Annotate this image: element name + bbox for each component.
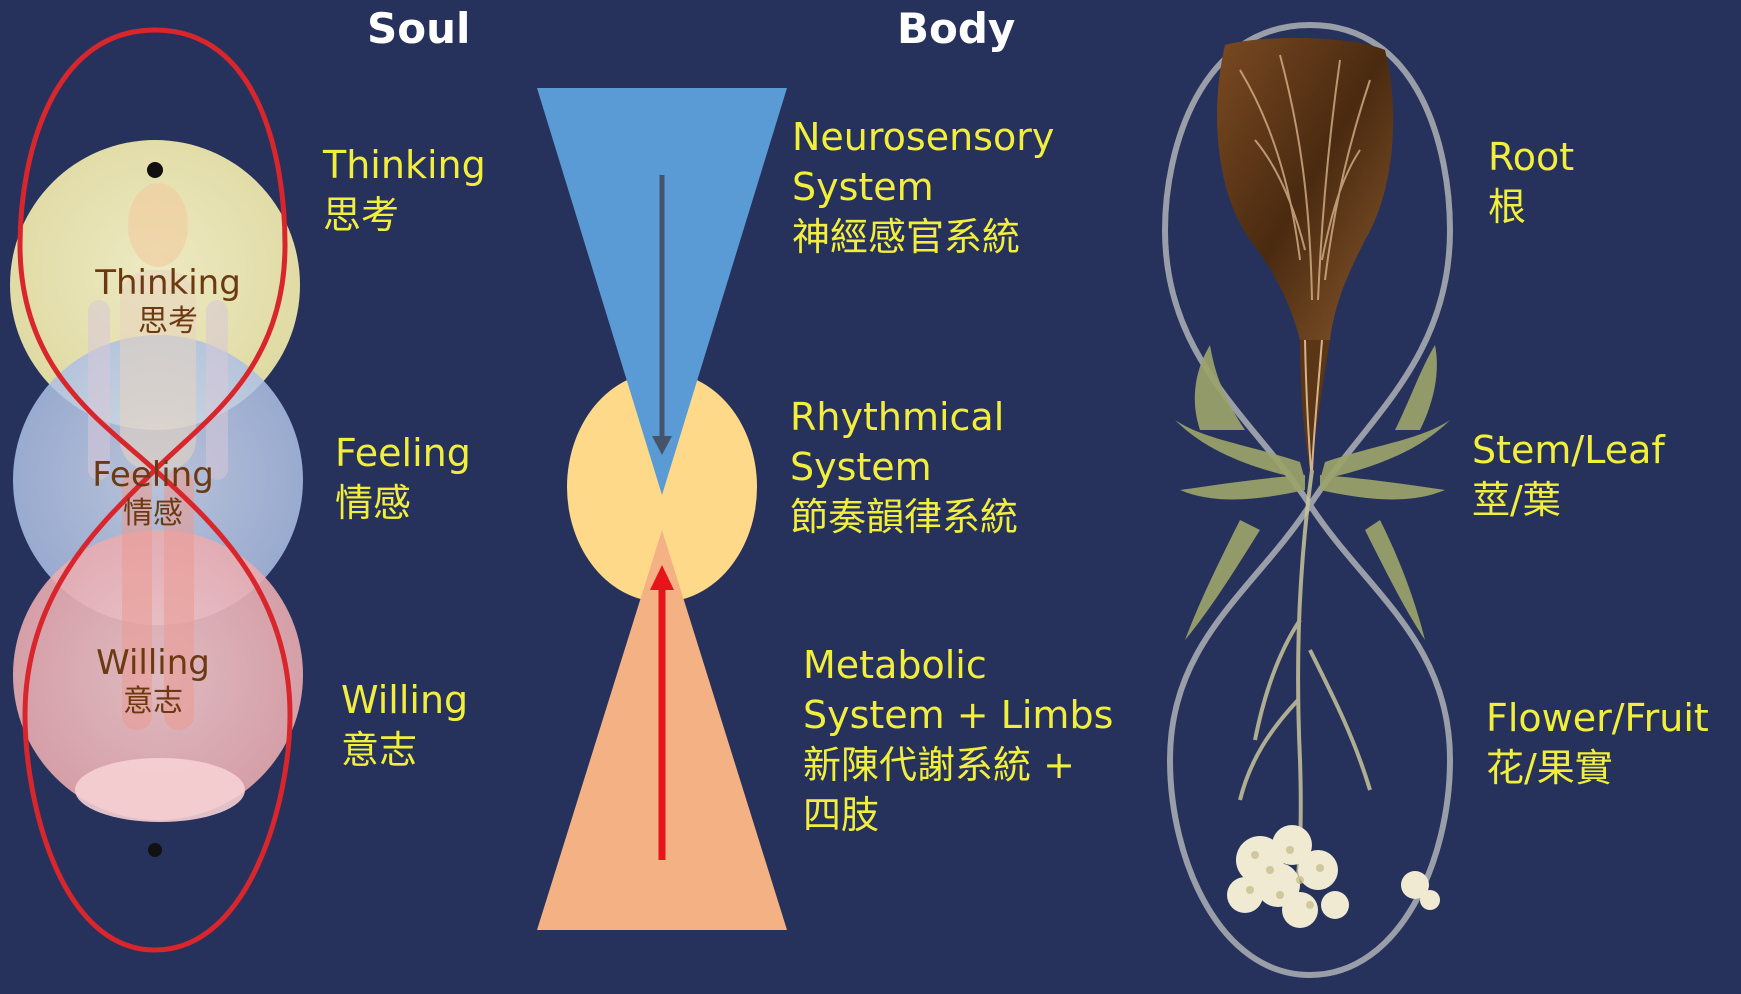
figure-thinking-zh: 思考 [95, 304, 241, 340]
soul-willing-en: Willing [341, 675, 468, 725]
willing-base-ellipse [75, 758, 245, 822]
figure-thinking-en: Thinking [95, 263, 241, 304]
soul-heading: Soul [367, 8, 470, 50]
soul-willing-label: Willing 意志 [341, 675, 468, 775]
body-diagram-group [537, 88, 787, 930]
rhythmical-line1: Rhythmical [790, 392, 1018, 442]
figure-thinking-label: Thinking 思考 [95, 263, 241, 340]
plant-stem-leaf-label: Stem/Leaf 莖/葉 [1472, 425, 1665, 525]
soul-feeling-en: Feeling [335, 428, 471, 478]
metabolic-line2: System + Limbs [803, 690, 1113, 740]
metabolic-label: Metabolic System + Limbs 新陳代謝系統 + 四肢 [803, 640, 1113, 841]
figure-feeling-zh: 情感 [92, 496, 214, 532]
bottom-dot [148, 843, 162, 857]
neurosensory-line1: Neurosensory [792, 112, 1054, 162]
body-heading: Body [897, 8, 1015, 50]
rhythmical-zh: 節奏韻律系統 [790, 492, 1018, 542]
figure-willing-label: Willing 意志 [96, 643, 210, 720]
plant-group [1165, 25, 1450, 975]
rhythmical-line2: System [790, 442, 1018, 492]
figure-willing-en: Willing [96, 643, 210, 684]
plant-flower-fruit-label: Flower/Fruit 花/果實 [1486, 693, 1709, 793]
figure-feeling-label: Feeling 情感 [92, 455, 214, 532]
metabolic-zh2: 四肢 [803, 790, 1113, 840]
soul-feeling-label: Feeling 情感 [335, 428, 471, 528]
rhythmical-label: Rhythmical System 節奏韻律系統 [790, 392, 1018, 542]
top-dot [147, 162, 163, 178]
plant-root-label: Root 根 [1488, 132, 1574, 232]
neurosensory-line2: System [792, 162, 1054, 212]
plant-root-zh: 根 [1488, 182, 1574, 232]
neurosensory-label: Neurosensory System 神經感官系統 [792, 112, 1054, 262]
soul-thinking-zh: 思考 [323, 190, 486, 240]
neurosensory-zh: 神經感官系統 [792, 212, 1054, 262]
soul-willing-zh: 意志 [341, 725, 468, 775]
figure-feeling-en: Feeling [92, 455, 214, 496]
plant-stem-leaf-zh: 莖/葉 [1472, 475, 1665, 525]
figure-willing-zh: 意志 [96, 684, 210, 720]
soul-feeling-zh: 情感 [335, 478, 471, 528]
plant-flower-fruit-zh: 花/果實 [1486, 743, 1709, 793]
soul-thinking-en: Thinking [323, 140, 486, 190]
plant-root-en: Root [1488, 132, 1574, 182]
metabolic-line1: Metabolic [803, 640, 1113, 690]
soul-thinking-label: Thinking 思考 [323, 140, 486, 240]
metabolic-zh1: 新陳代謝系統 + [803, 740, 1113, 790]
plant-stem-leaf-en: Stem/Leaf [1472, 425, 1665, 475]
root-drawing [1217, 38, 1393, 470]
plant-flower-fruit-en: Flower/Fruit [1486, 693, 1709, 743]
